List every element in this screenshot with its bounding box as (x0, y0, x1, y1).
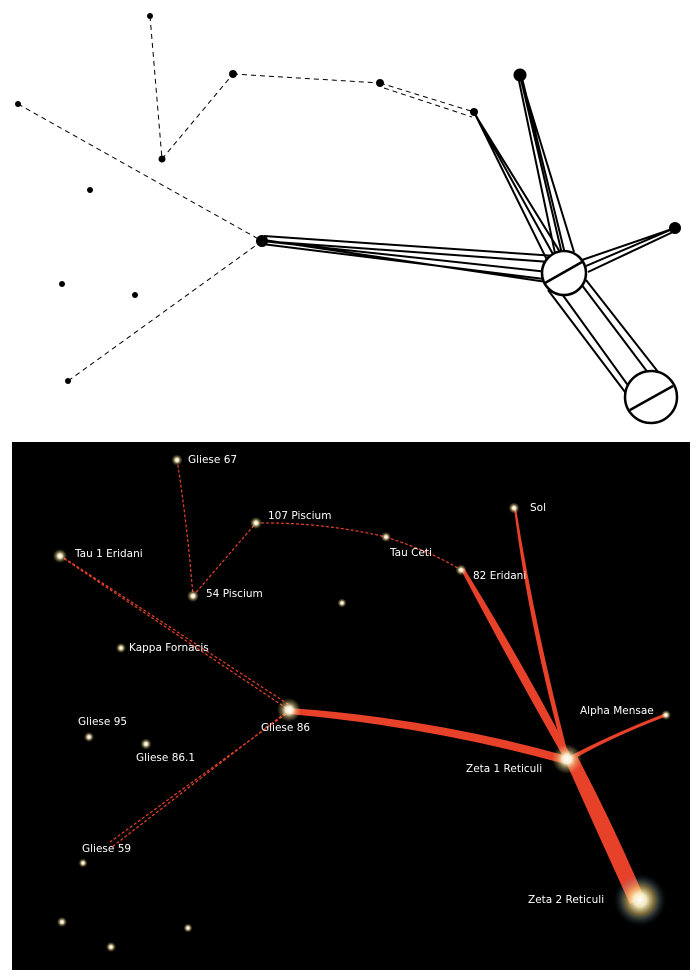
star-107-piscium (250, 517, 262, 529)
sketch-star-gliese86 (256, 235, 268, 247)
route-tau1eridani-gliese86-2 (63, 557, 292, 707)
sketch-route-gliese86-gliese59 (67, 240, 263, 382)
star-54-piscium (187, 590, 199, 602)
sketch-route-alphamensae-zeta1 (581, 227, 676, 273)
star-unnamed-3 (106, 942, 116, 952)
route-54piscium-107piscium (192, 522, 257, 597)
label-tau-1-eridani: Tau 1 Eridani (74, 548, 143, 560)
route-sol-zeta1 (514, 508, 568, 755)
sketch-tube-zeta1-zeta2 (547, 271, 667, 403)
star-unnamed-4 (183, 923, 193, 933)
background-stars (57, 598, 347, 952)
sketch-map (15, 13, 681, 425)
sketch-star-tauceti (376, 79, 384, 87)
sketch-route-sol-zeta1 (517, 74, 575, 259)
sketch-dashed-routes (17, 15, 475, 382)
route-82eridani-zeta1 (461, 568, 570, 758)
star-kappa-fornacis (116, 643, 126, 653)
sketch-zeta-circles (540, 249, 679, 425)
sketch-route-gliese86-zeta1 (261, 235, 561, 285)
star-gliese-95 (84, 732, 94, 742)
label-alpha-mensae: Alpha Mensae (580, 705, 654, 717)
star-map: Gliese 67 107 Piscium Sol Tau 1 Eridani … (12, 442, 690, 970)
sketch-route-54piscium-107piscium (161, 73, 234, 160)
route-tau1eridani-gliese86 (59, 555, 290, 711)
label-gliese-86-1: Gliese 86.1 (136, 752, 195, 764)
sketch-zeta1-bar (544, 260, 583, 285)
sketch-route-tauceti-82eridani-2 (383, 87, 473, 118)
sketch-zeta2-bar (629, 384, 674, 412)
label-tau-ceti: Tau Ceti (389, 547, 432, 559)
star-sol (508, 502, 520, 514)
star-zeta-2-reticuli (614, 874, 666, 926)
route-107piscium-tauceti (255, 522, 387, 538)
sketch-star-kappafornacis (87, 187, 93, 193)
sketch-star-107piscium (229, 70, 237, 78)
label-gliese-67: Gliese 67 (188, 454, 237, 466)
star-tau-1-eridani (53, 549, 67, 563)
sketch-star-gliese59 (65, 378, 71, 384)
sketch-star-54piscium (158, 155, 166, 163)
solid-routes (289, 508, 667, 904)
label-107-piscium: 107 Piscium (268, 510, 331, 522)
label-82-eridani: 82 Eridani (473, 570, 526, 582)
star-alpha-mensae (661, 710, 671, 720)
label-sol: Sol (530, 502, 546, 514)
label-gliese-95: Gliese 95 (78, 716, 127, 728)
star-gliese-67 (171, 454, 183, 466)
star-labels: Gliese 67 107 Piscium Sol Tau 1 Eridani … (74, 454, 654, 906)
sketch-star-tau1eridani (15, 101, 21, 107)
star-gliese-59 (78, 858, 88, 868)
sketch-route-tau1eridani-gliese86 (17, 103, 263, 242)
sketch-route-107piscium-tauceti (232, 73, 381, 84)
star-zeta-1-reticuli (552, 744, 582, 774)
route-gliese86-gliese59-2 (109, 713, 287, 843)
sketch-route-82eridani-zeta1 (473, 111, 561, 263)
named-stars (53, 454, 671, 926)
star-unnamed-2 (57, 917, 67, 927)
star-82-eridani (455, 564, 467, 576)
label-gliese-59: Gliese 59 (82, 843, 131, 855)
sketch-route-gliese67-54piscium (149, 15, 163, 160)
sketch-star-dots (15, 13, 681, 384)
sketch-star-gliese67 (147, 13, 153, 19)
star-gliese-86 (277, 698, 301, 722)
route-gliese86-zeta1 (289, 708, 567, 764)
label-zeta-2-reticuli: Zeta 2 Reticuli (528, 894, 604, 906)
sketch-star-82eridani (470, 108, 478, 116)
sketch-route-tauceti-82eridani (379, 82, 475, 113)
dashed-routes (59, 459, 462, 848)
sketch-star-gliese86-1 (132, 292, 138, 298)
route-gliese67-54piscium (176, 459, 194, 597)
route-alphamensae-zeta1 (570, 713, 667, 760)
label-gliese-86: Gliese 86 (261, 722, 310, 734)
route-zeta1-zeta2 (565, 754, 644, 904)
sketch-star-gliese95 (59, 281, 65, 287)
star-tau-ceti (381, 532, 391, 542)
star-unnamed-1 (337, 598, 347, 608)
label-54-piscium: 54 Piscium (206, 588, 263, 600)
sketch-star-alphamensae (669, 222, 681, 234)
sketch-star-sol (513, 68, 527, 82)
star-gliese-86-1 (140, 738, 152, 750)
label-zeta-1-reticuli: Zeta 1 Reticuli (466, 763, 542, 775)
sketch-solid-routes (261, 74, 676, 403)
label-kappa-fornacis: Kappa Fornacis (129, 642, 209, 654)
